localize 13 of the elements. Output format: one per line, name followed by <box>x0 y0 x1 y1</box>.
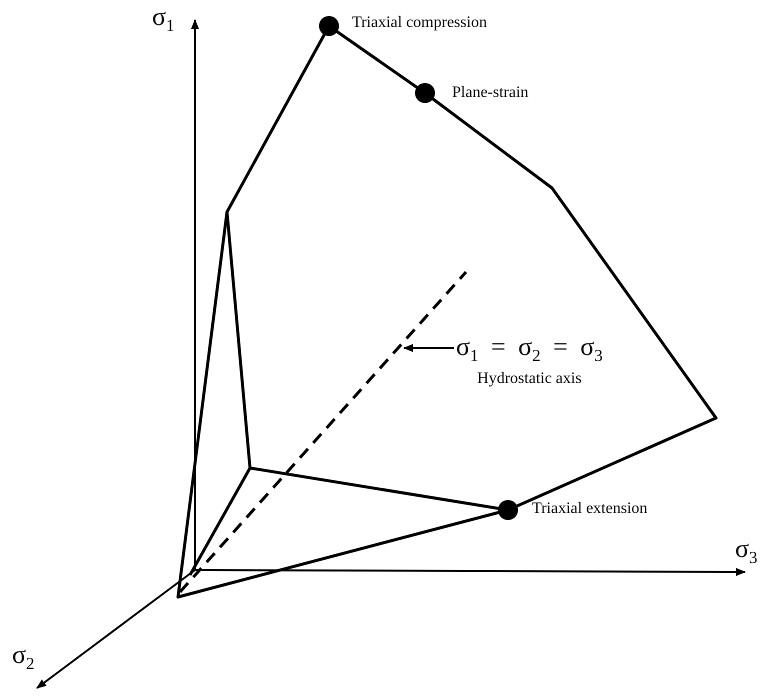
point-label: Triaxial compression <box>352 14 487 32</box>
axis-label: σ$_{2}$ <box>12 642 34 673</box>
equation-label: σ$_{1}$ = σ$_{2}$ = σ$_{3}$ <box>456 333 603 366</box>
axis-label: Hydrostatic axis <box>476 370 583 388</box>
point-label: Plane-strain <box>452 84 528 102</box>
leader-arrow <box>403 344 454 352</box>
point-marker <box>415 83 435 103</box>
axis-label: σ$_{1}$ <box>152 4 174 35</box>
point-label: Triaxial extension <box>532 500 648 518</box>
point-marker <box>498 500 518 520</box>
point-marker <box>319 16 339 36</box>
hydrostatic-axis-line <box>178 271 468 593</box>
axis-label: σ$_{3}$ <box>735 536 758 567</box>
